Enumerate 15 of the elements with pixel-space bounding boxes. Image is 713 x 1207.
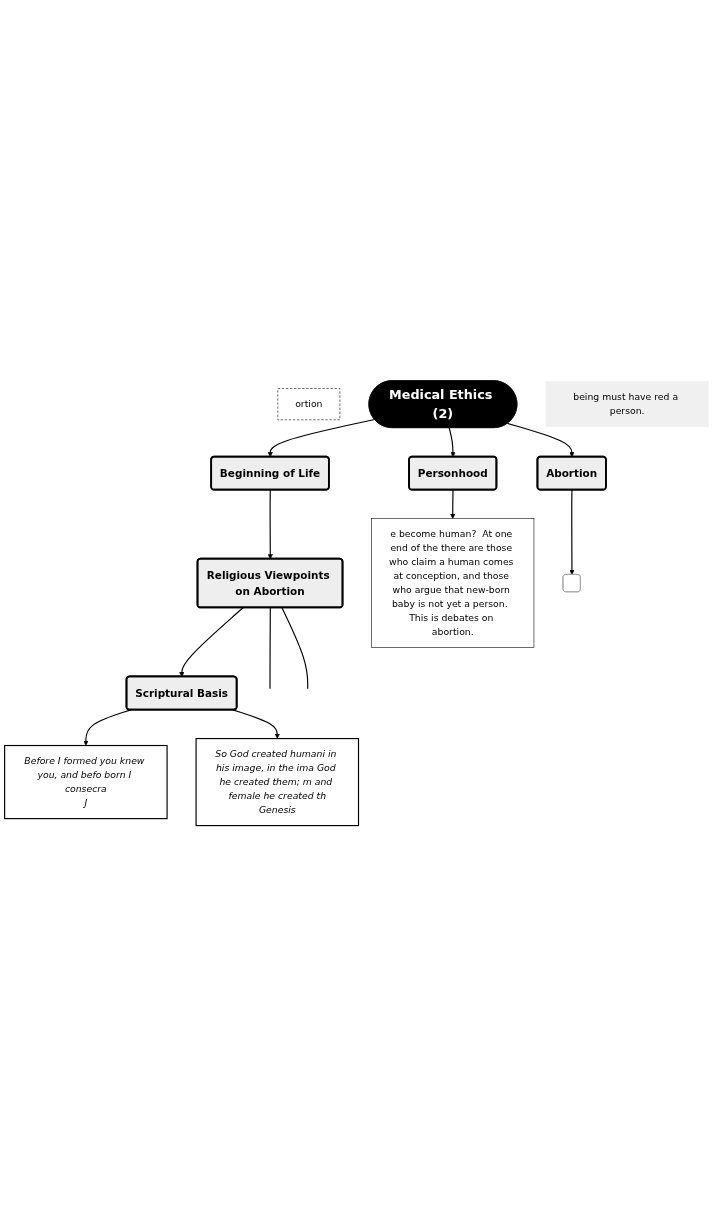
node-box: e become human? At one end of the there are those who claim a human comes at conception, and those who argue that new-born baby is not yet a person. This is debates on abortion. [371,518,535,649]
arrow [267,489,273,560]
connector [281,607,309,690]
arrow [506,423,575,458]
arrow [232,709,280,740]
arrow [83,709,132,747]
node-box: Before I formed you knew you, and befo born I consecra J [4,745,168,820]
arrow [448,427,456,458]
connector [269,607,271,690]
arrow [569,489,575,576]
arrow [179,607,244,678]
node-box: ortion [277,388,341,421]
node-box: So God created humani in his image, in the ima God he created them; m and female he created th Genesis [195,738,360,827]
arrow [267,419,376,458]
arrow [450,489,456,520]
